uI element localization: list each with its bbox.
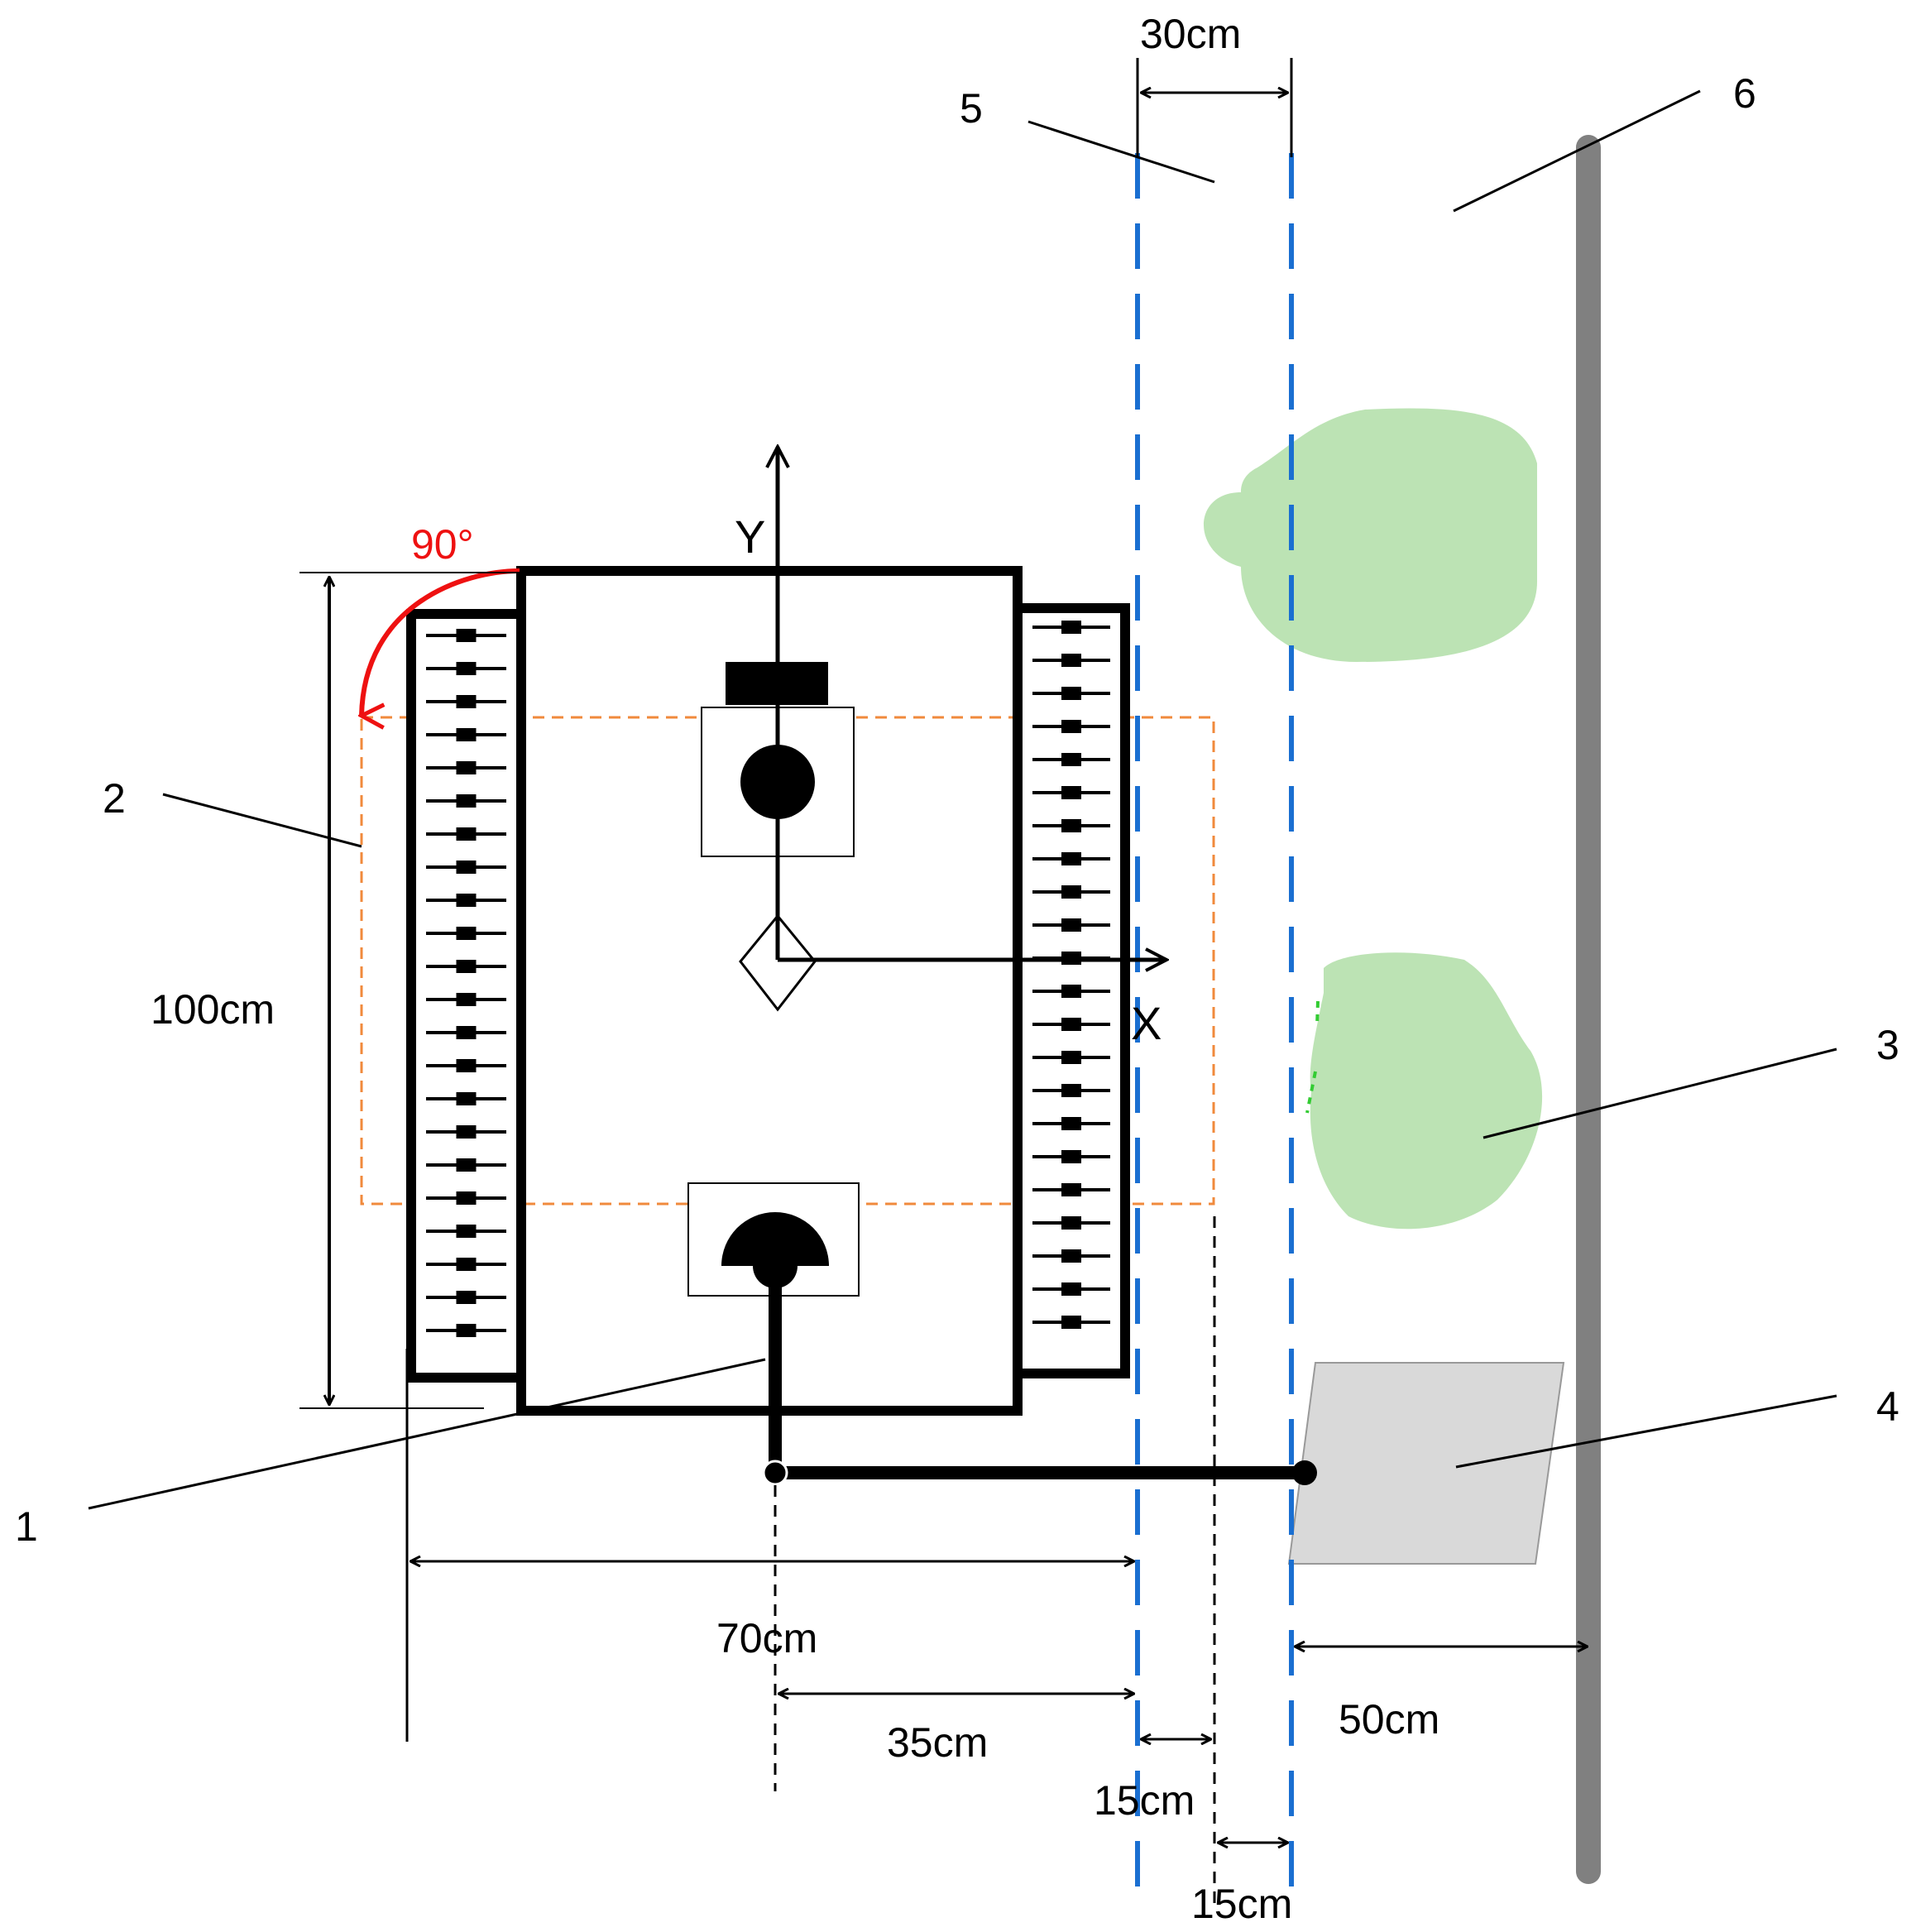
track-pad [1061, 852, 1081, 865]
callout-5: 5 [960, 85, 983, 132]
track-pad [1061, 1216, 1081, 1230]
track-pad [1061, 918, 1081, 932]
track-pad [456, 1225, 477, 1238]
callout-4-leader [1455, 1394, 1837, 1469]
dimension-15cm-b-label: 15cm [1191, 1881, 1292, 1927]
track-pad [1061, 654, 1081, 667]
callout-2-leader [162, 793, 362, 848]
track-pad [456, 728, 477, 741]
track-pad [456, 662, 477, 675]
track-pad [456, 1092, 477, 1105]
tray [1287, 1362, 1565, 1565]
dimension-100cm-label: 100cm [151, 986, 275, 1033]
lidar-icon [721, 1212, 829, 1266]
dimension-15cm-a-label: 15cm [1094, 1777, 1195, 1824]
track-pad [1061, 1249, 1081, 1263]
track-pad [456, 1324, 477, 1337]
track-pad [456, 629, 477, 642]
track-pad [1061, 1282, 1081, 1296]
callout-6: 6 [1733, 70, 1756, 117]
track-pad [1061, 1018, 1081, 1031]
track-pad [1061, 819, 1081, 832]
origin-diamond-icon [739, 913, 817, 1012]
sensor-mount-bar [726, 662, 828, 705]
track-pad [456, 1059, 477, 1072]
track-pad [456, 695, 477, 708]
arm-joint-right [1292, 1460, 1317, 1485]
y-axis-label: Y [735, 511, 765, 563]
track-pad [456, 960, 477, 973]
track-pad [456, 827, 477, 841]
track-pad [1061, 1183, 1081, 1196]
callout-6-leader [1453, 89, 1701, 213]
track-pad [456, 1125, 477, 1139]
left-track [406, 609, 526, 1383]
track-pad [1061, 985, 1081, 998]
track-pad [1061, 1150, 1081, 1163]
track-pad [1061, 885, 1081, 899]
track-pad [1061, 1117, 1081, 1130]
arm-joint-left [762, 1460, 788, 1486]
plant-lower [1305, 952, 1543, 1230]
track-pad [456, 927, 477, 940]
callout-4: 4 [1876, 1383, 1899, 1430]
track-pad [456, 1026, 477, 1039]
track-pad [1061, 753, 1081, 766]
track-pad [456, 1191, 477, 1205]
track-pad [1061, 621, 1081, 634]
track-pad [456, 1158, 477, 1172]
track-pad [1061, 786, 1081, 799]
dimension-70cm-label: 70cm [716, 1615, 817, 1661]
track-pad [1061, 720, 1081, 733]
callout-2: 2 [103, 775, 126, 822]
track-pad [456, 1291, 477, 1304]
x-axis-label: X [1131, 997, 1162, 1049]
track-pad [456, 861, 477, 874]
dimension-30cm-label: 30cm [1140, 11, 1241, 57]
track-pad [1061, 1051, 1081, 1064]
callout-3-leader [1483, 1047, 1837, 1139]
rotation-angle-label: 90° [411, 521, 474, 568]
track-pad [1061, 1084, 1081, 1097]
track-pad [456, 794, 477, 808]
right-track [1013, 603, 1130, 1378]
callout-3: 3 [1876, 1022, 1899, 1068]
callout-5-leader [1027, 120, 1215, 184]
track-pad [1061, 1316, 1081, 1329]
plant-upper [1204, 408, 1538, 662]
track-pad [1061, 687, 1081, 700]
track-pad [456, 894, 477, 907]
track-pad [456, 1258, 477, 1271]
dimension-50cm-label: 50cm [1339, 1696, 1439, 1743]
callout-1: 1 [15, 1503, 38, 1550]
track-pad [456, 761, 477, 774]
dimension-35cm-label: 35cm [887, 1719, 988, 1766]
camera-icon [740, 745, 815, 819]
callout-1-leader [88, 1358, 766, 1510]
track-pad [456, 993, 477, 1006]
